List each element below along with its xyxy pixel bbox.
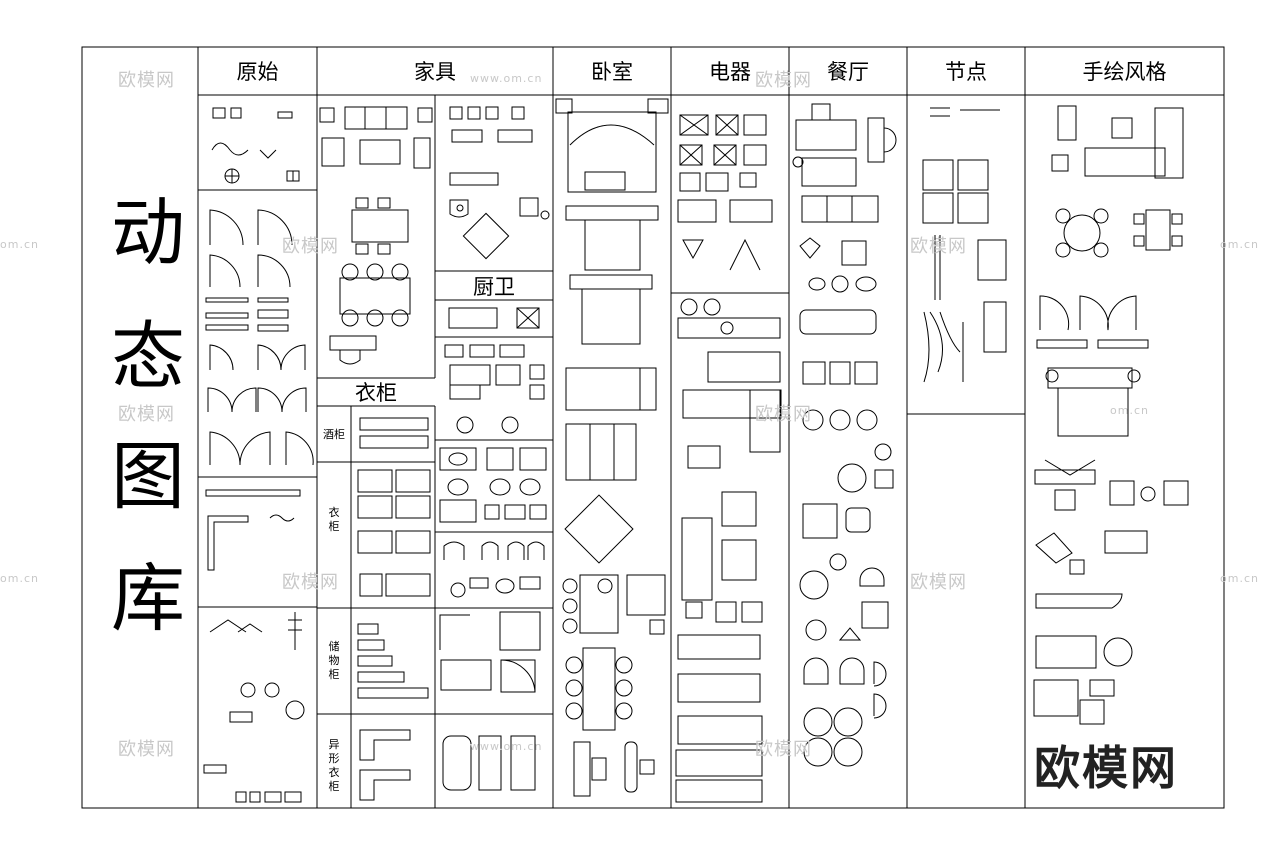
watermark-brand: 欧模网 [755, 70, 812, 91]
brand-logo-watermark: 欧模网 [1034, 741, 1178, 795]
watermark-side: om.cn [0, 572, 39, 585]
row-label-char: 形 [328, 752, 340, 765]
row-label-char: 柜 [328, 780, 340, 793]
watermark-brand: 欧模网 [755, 404, 812, 425]
section-kitchen-bath: 厨卫 [436, 272, 552, 299]
row-label-char: 衣 [328, 506, 340, 519]
header-details: 节点 [945, 60, 987, 84]
row-label-char: 物 [328, 654, 340, 667]
header-hand-drawn: 手绘风格 [1082, 60, 1167, 84]
section-wardrobe: 衣柜 [318, 379, 434, 405]
watermark-side: om.cn [1220, 238, 1259, 251]
row-label-special-wardrobe: 异 形 衣 柜 [319, 738, 349, 794]
watermark-site: www.om.cn [470, 72, 543, 85]
row-label-wine-cabinet: 酒柜 [323, 428, 345, 441]
watermark-brand: 欧模网 [755, 739, 812, 760]
watermark-brand: 欧模网 [118, 739, 175, 760]
watermark-side: om.cn [1110, 404, 1149, 417]
row-label-char: 柜 [328, 668, 340, 681]
watermark-brand: 欧模网 [118, 70, 175, 91]
watermark-brand: 欧模网 [118, 404, 175, 425]
header-dining: 餐厅 [827, 60, 869, 84]
row-label-wardrobe: 衣 柜 [319, 506, 349, 534]
row-label-char: 储 [328, 640, 340, 653]
header-original: 原始 [236, 60, 279, 84]
header-bedroom: 卧室 [591, 60, 633, 84]
title-char-1: 动 [111, 190, 185, 276]
row-label-char: 异 [328, 738, 340, 751]
row-label-storage: 储 物 柜 [319, 640, 349, 682]
row-label-char: 衣 [328, 766, 340, 779]
watermark-site: www.om.cn [470, 740, 543, 753]
title-char-2: 态 [111, 314, 185, 400]
watermark-brand: 欧模网 [910, 236, 967, 257]
header-appliances: 电器 [709, 60, 751, 84]
row-label-char: 柜 [328, 520, 340, 533]
watermark-side: om.cn [1220, 572, 1259, 585]
title-char-4: 库 [111, 556, 185, 642]
watermark-side: om.cn [0, 238, 39, 251]
watermark-brand: 欧模网 [282, 572, 339, 593]
watermark-brand: 欧模网 [910, 572, 967, 593]
header-furniture: 家具 [414, 60, 456, 84]
watermark-brand: 欧模网 [282, 236, 339, 257]
title-char-3: 图 [111, 434, 185, 520]
